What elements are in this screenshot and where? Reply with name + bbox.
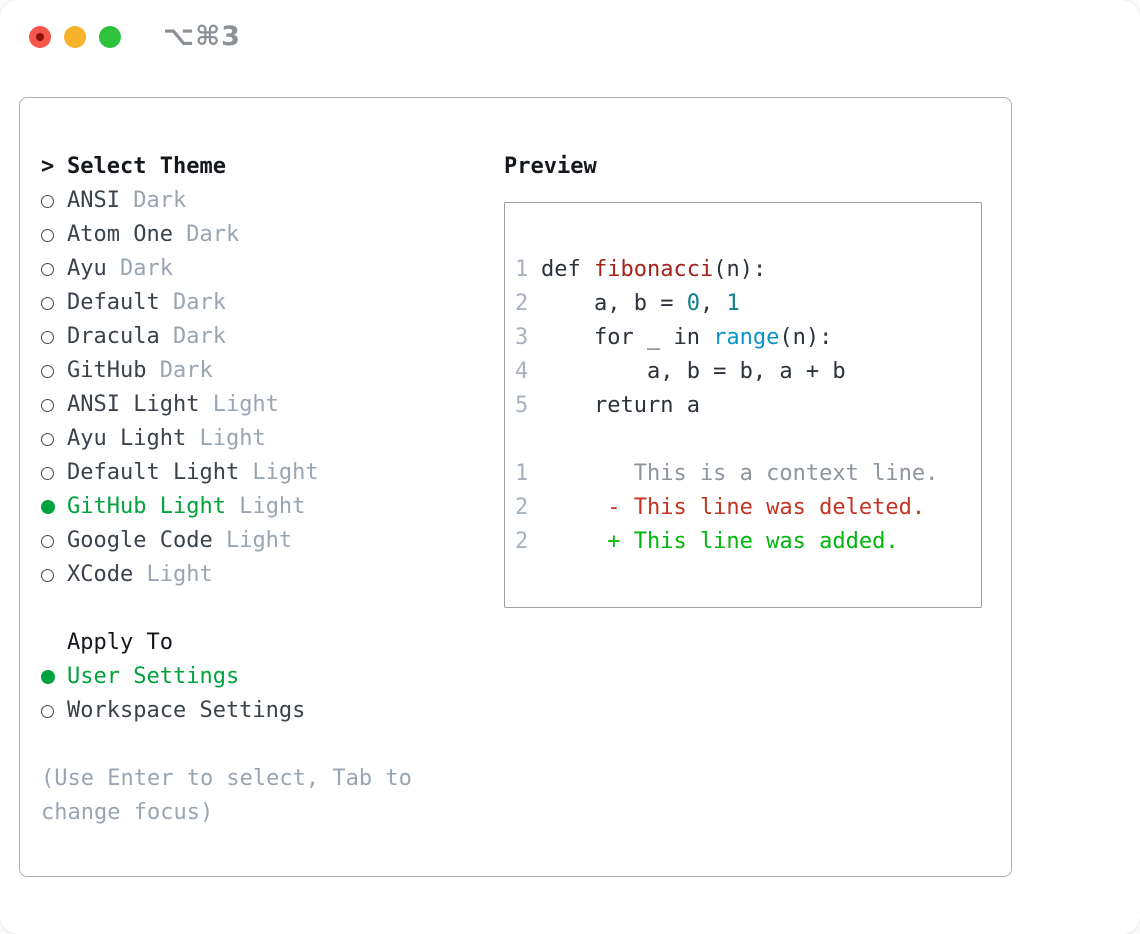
line-number: 2 xyxy=(515,529,529,554)
line-number: 4 xyxy=(515,359,529,384)
preview-title: Preview xyxy=(504,154,597,179)
radio-icon[interactable] xyxy=(41,228,67,242)
theme-option[interactable]: GitHub Dark xyxy=(41,354,491,388)
theme-option[interactable]: Default Light Light xyxy=(41,456,491,490)
blank-line xyxy=(515,219,975,253)
theme-option[interactable]: Ayu Light Light xyxy=(41,422,491,456)
option-label: Dracula xyxy=(67,324,160,349)
option-variant-label: Dark xyxy=(172,222,240,247)
prompt-icon: > xyxy=(41,154,55,179)
line-number: 3 xyxy=(515,325,529,350)
line-number: 1 xyxy=(515,461,529,486)
line-number: 2 xyxy=(515,291,529,316)
code-line: 3 for _ in range(n): xyxy=(515,321,975,355)
option-label: ANSI xyxy=(67,188,120,213)
close-button[interactable] xyxy=(29,26,51,48)
zoom-button[interactable] xyxy=(99,26,121,48)
option-label: Default xyxy=(67,290,160,315)
theme-option[interactable]: Google Code Light xyxy=(41,524,491,558)
theme-option[interactable]: ANSI Light Light xyxy=(41,388,491,422)
radio-icon[interactable] xyxy=(41,568,67,582)
radio-selected-icon[interactable] xyxy=(41,670,67,684)
apply-to-option[interactable]: User Settings xyxy=(41,660,491,694)
minimize-button[interactable] xyxy=(64,26,86,48)
radio-icon[interactable] xyxy=(41,364,67,378)
code-line: 4 a, b = b, a + b xyxy=(515,355,975,389)
option-label: Workspace Settings xyxy=(67,698,306,723)
option-variant-label: Dark xyxy=(146,358,213,383)
option-label: Ayu xyxy=(67,256,107,281)
option-label: GitHub xyxy=(67,358,147,383)
theme-option[interactable]: GitHub Light Light xyxy=(41,490,491,524)
option-variant-label: Light xyxy=(199,392,279,417)
code-line: 2 + This line was added. xyxy=(515,525,975,559)
option-variant-label: Dark xyxy=(119,188,187,213)
apply-to-header: Apply To xyxy=(41,626,491,660)
theme-option[interactable]: ANSI Dark xyxy=(41,184,491,218)
option-variant-label: Light xyxy=(133,562,213,587)
theme-option[interactable]: Default Dark xyxy=(41,286,491,320)
select-theme-header: > Select Theme xyxy=(41,150,491,184)
option-variant-label: Dark xyxy=(159,290,226,315)
option-variant-label: Light xyxy=(212,528,293,553)
radio-selected-icon[interactable] xyxy=(41,500,67,514)
blank-line xyxy=(515,423,975,457)
option-label: Google Code xyxy=(67,528,213,553)
option-label: User Settings xyxy=(67,664,240,689)
radio-icon[interactable] xyxy=(41,704,67,718)
code-line: 2 a, b = 0, 1 xyxy=(515,287,975,321)
radio-icon[interactable] xyxy=(41,534,67,548)
option-label: XCode xyxy=(67,562,134,587)
titlebar: ⌥⌘3 xyxy=(0,0,1140,76)
apply-to-option[interactable]: Workspace Settings xyxy=(41,694,491,728)
code-line: 2 - This line was deleted. xyxy=(515,491,975,525)
traffic-lights xyxy=(29,26,121,48)
theme-option[interactable]: Atom One Dark xyxy=(41,218,491,252)
radio-icon[interactable] xyxy=(41,262,67,276)
theme-option[interactable]: XCode Light xyxy=(41,558,491,592)
radio-icon[interactable] xyxy=(41,466,67,480)
radio-icon[interactable] xyxy=(41,194,67,208)
radio-icon[interactable] xyxy=(41,330,67,344)
option-label: GitHub Light xyxy=(67,494,226,519)
option-label: Default Light xyxy=(67,460,240,485)
radio-icon[interactable] xyxy=(41,398,67,412)
line-number: 2 xyxy=(515,495,529,520)
option-variant-label: Dark xyxy=(159,324,226,349)
select-theme-title: Select Theme xyxy=(67,154,226,179)
option-label: ANSI Light xyxy=(67,392,200,417)
option-label: Ayu Light xyxy=(67,426,187,451)
line-number: 5 xyxy=(515,393,529,418)
theme-option[interactable]: Ayu Dark xyxy=(41,252,491,286)
radio-icon[interactable] xyxy=(41,432,67,446)
window-title-shortcut: ⌥⌘3 xyxy=(163,21,241,52)
code-line: 1 This is a context line. xyxy=(515,457,975,491)
option-variant-label: Dark xyxy=(106,256,173,281)
theme-option[interactable]: Dracula Dark xyxy=(41,320,491,354)
option-variant-label: Light xyxy=(239,460,319,485)
option-variant-label: Light xyxy=(186,426,266,451)
option-label: Atom One xyxy=(67,222,173,247)
line-number: 1 xyxy=(515,257,529,282)
code-line: 5 return a xyxy=(515,389,975,423)
option-variant-label: Light xyxy=(225,494,306,519)
radio-icon[interactable] xyxy=(41,296,67,310)
keyboard-hint: (Use Enter to select, Tab to change focu… xyxy=(41,766,412,825)
apply-to-title: Apply To xyxy=(67,630,173,655)
